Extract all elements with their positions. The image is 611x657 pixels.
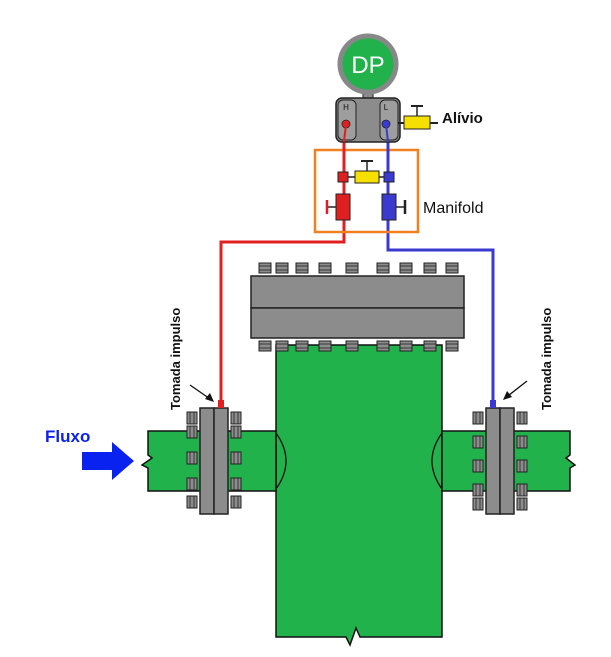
high-impulse-line <box>219 214 346 405</box>
flow-arrow <box>82 442 134 480</box>
dp-transmitter: H L DP <box>335 33 401 143</box>
relief-label: Alívio <box>442 110 483 127</box>
relief-valve <box>398 105 438 130</box>
manifold-valves <box>325 140 407 221</box>
high-port-label: H <box>343 103 349 112</box>
manifold-label: Manifold <box>423 200 483 217</box>
dp-label: DP <box>351 52 384 79</box>
flow-label: Fluxo <box>45 427 90 446</box>
low-port-label: L <box>384 103 389 112</box>
high-block-valve <box>335 193 351 221</box>
low-block-valve <box>381 193 397 221</box>
tap-label-left: Tomada impulso <box>168 308 183 410</box>
right-flange <box>472 407 528 515</box>
left-flange <box>186 407 242 515</box>
tap-arrow-right <box>503 380 528 400</box>
vertical-pipe <box>275 344 443 647</box>
equalizer-valve <box>354 170 380 184</box>
top-flange <box>250 262 465 352</box>
manifold-box <box>313 148 420 234</box>
tap-arrow-left <box>189 384 214 402</box>
tap-label-right: Tomada impulso <box>539 308 554 410</box>
dp-gauge <box>337 33 399 95</box>
